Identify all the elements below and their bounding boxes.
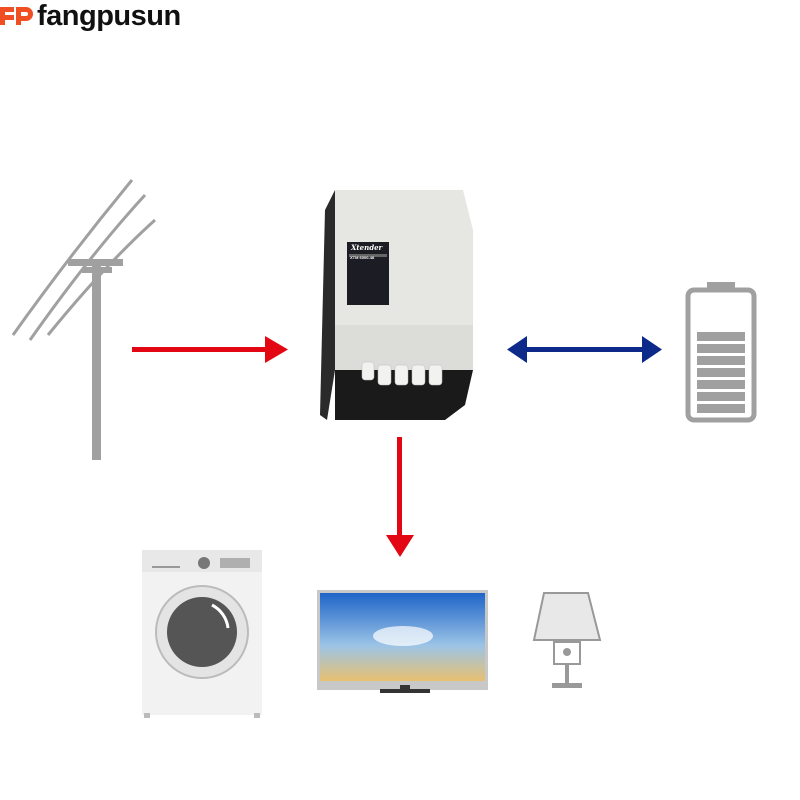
battery-icon	[685, 282, 757, 423]
inverter-to-loads-arrow	[386, 437, 414, 557]
lamp-icon	[532, 592, 602, 688]
brand-logo-mark	[0, 7, 33, 25]
inverter-model-label: XTM 6000-48	[350, 255, 375, 260]
inverter-battery-arrow	[507, 336, 662, 363]
brand-logo: fangpusun	[0, 0, 181, 32]
inverter-image	[320, 190, 473, 420]
television-icon	[317, 590, 488, 693]
brand-name: fangpusun	[37, 0, 181, 32]
utility-grid-icon	[11, 179, 157, 460]
grid-to-inverter-arrow	[132, 336, 288, 363]
inverter-brand-label: Xtender	[351, 243, 383, 252]
washing-machine-icon	[142, 550, 262, 718]
